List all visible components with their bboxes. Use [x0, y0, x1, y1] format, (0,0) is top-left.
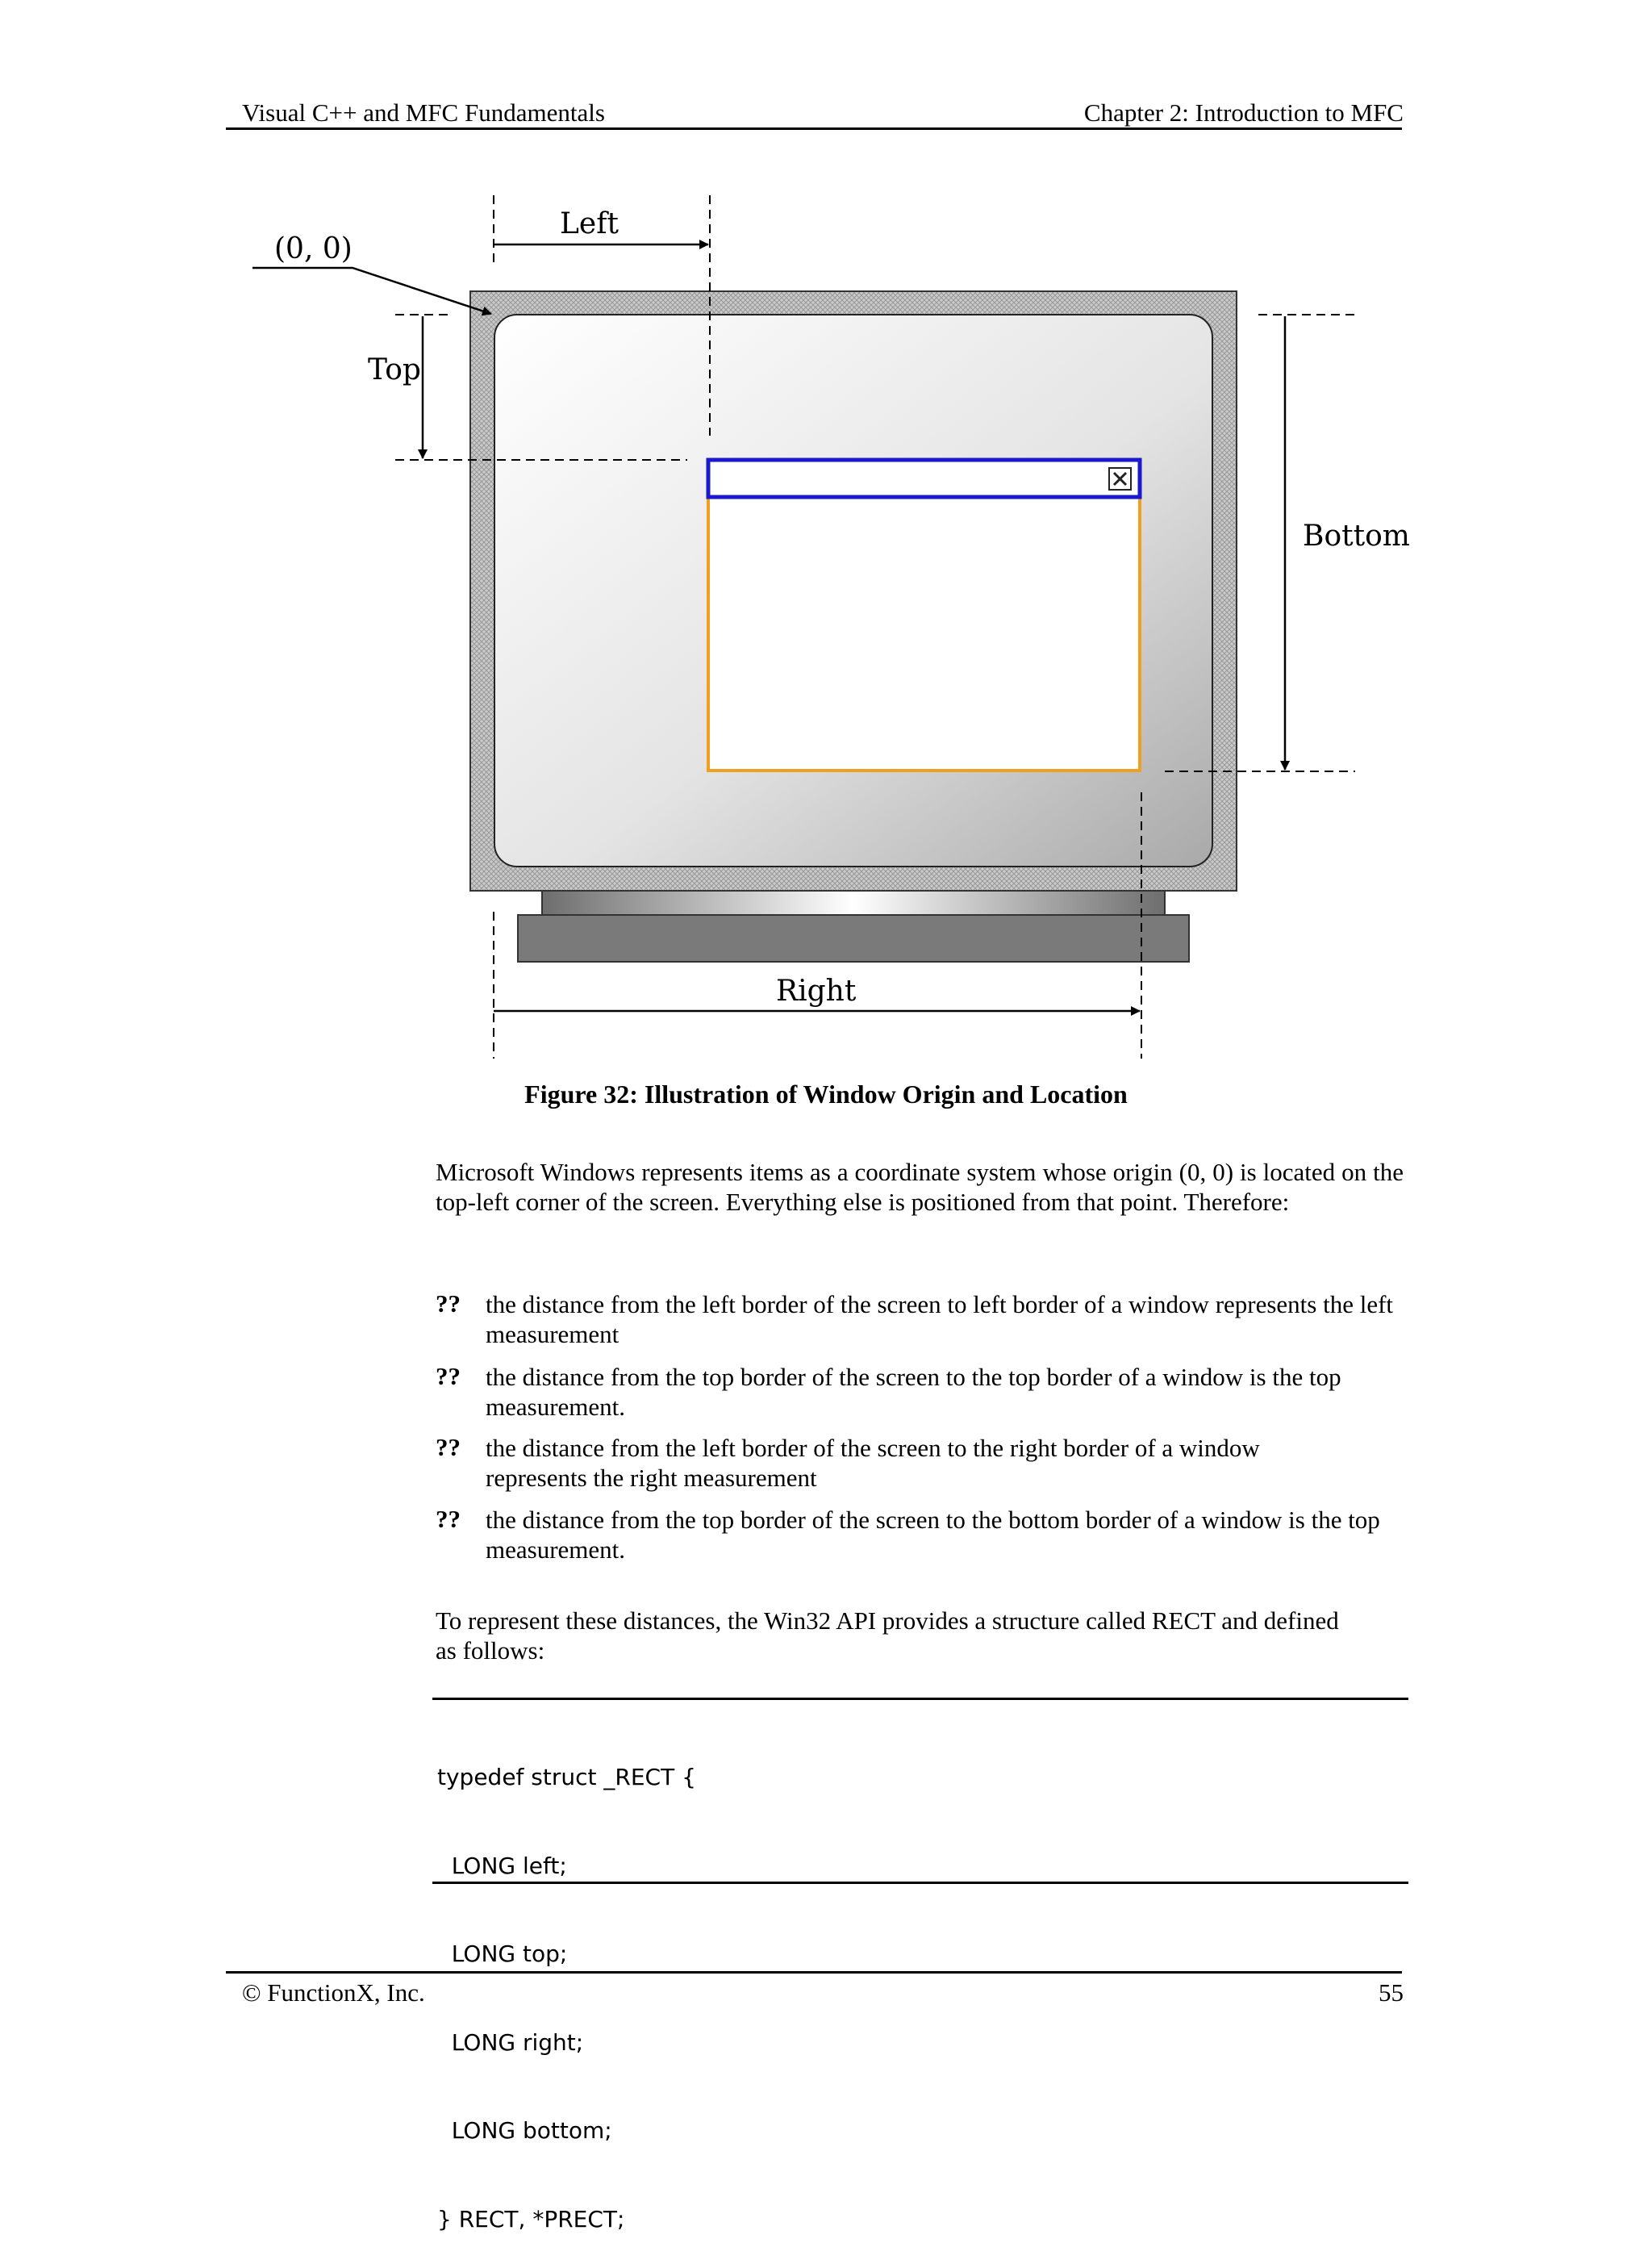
bullet-marker: ?? [436, 1505, 461, 1533]
left-label: Left [560, 207, 620, 240]
monitor-base [517, 914, 1190, 963]
origin-pointer-arrow [252, 266, 492, 316]
header-rule [226, 127, 1402, 130]
running-header-left: Visual C++ and MFC Fundamentals [242, 98, 605, 127]
bullet-marker: ?? [436, 1289, 461, 1318]
bullet-item: the distance from the top border of the … [486, 1506, 1380, 1564]
top-label: Top [368, 353, 421, 386]
running-header-right: Chapter 2: Introduction to MFC [1083, 98, 1404, 127]
code-bottom-rule [432, 1882, 1408, 1884]
origin-label: (0, 0) [274, 232, 353, 265]
bottom-label: Bottom [1303, 520, 1410, 553]
guide-lines [395, 195, 1355, 1059]
intro-paragraph: Microsoft Windows represents items as a … [436, 1158, 1404, 1216]
footer-rule [226, 1971, 1402, 1974]
figure-caption: Figure 32: Illustration of Window Origin… [524, 1080, 1128, 1109]
code-line: LONG left; [437, 1852, 567, 1879]
code-line: LONG right; [437, 2028, 584, 2056]
code-top-rule [432, 1698, 1408, 1700]
right-label: Right [776, 975, 857, 1008]
bullet-marker: ?? [436, 1433, 461, 1461]
code-line: } RECT, *PRECT; [437, 2205, 625, 2233]
bullet-item: the distance from the top border of the … [486, 1363, 1341, 1421]
page-number: 55 [1379, 1978, 1404, 2007]
code-line: typedef struct _RECT { [437, 1764, 696, 1790]
measurement-arrows [252, 240, 1290, 1016]
bullet-marker: ?? [436, 1362, 461, 1390]
rect-code-block: typedef struct _RECT { LONG left; LONG t… [437, 1704, 696, 2264]
code-line: LONG top; [437, 1940, 568, 1967]
bullet-item: the distance from the left border of the… [486, 1434, 1260, 1492]
bullet-item: the distance from the left border of the… [486, 1290, 1394, 1348]
code-line: LONG bottom; [437, 2117, 612, 2144]
rect-intro-paragraph: To represent these distances, the Win32 … [436, 1606, 1339, 1665]
footer-copyright: © FunctionX, Inc. [242, 1978, 425, 2007]
application-window [707, 458, 1141, 772]
window-titlebar [706, 457, 1142, 499]
window-origin-diagram: (0, 0) Left Top Bottom Right [252, 195, 1410, 1059]
monitor-neck [541, 890, 1166, 916]
close-icon-glyph [1112, 471, 1128, 487]
